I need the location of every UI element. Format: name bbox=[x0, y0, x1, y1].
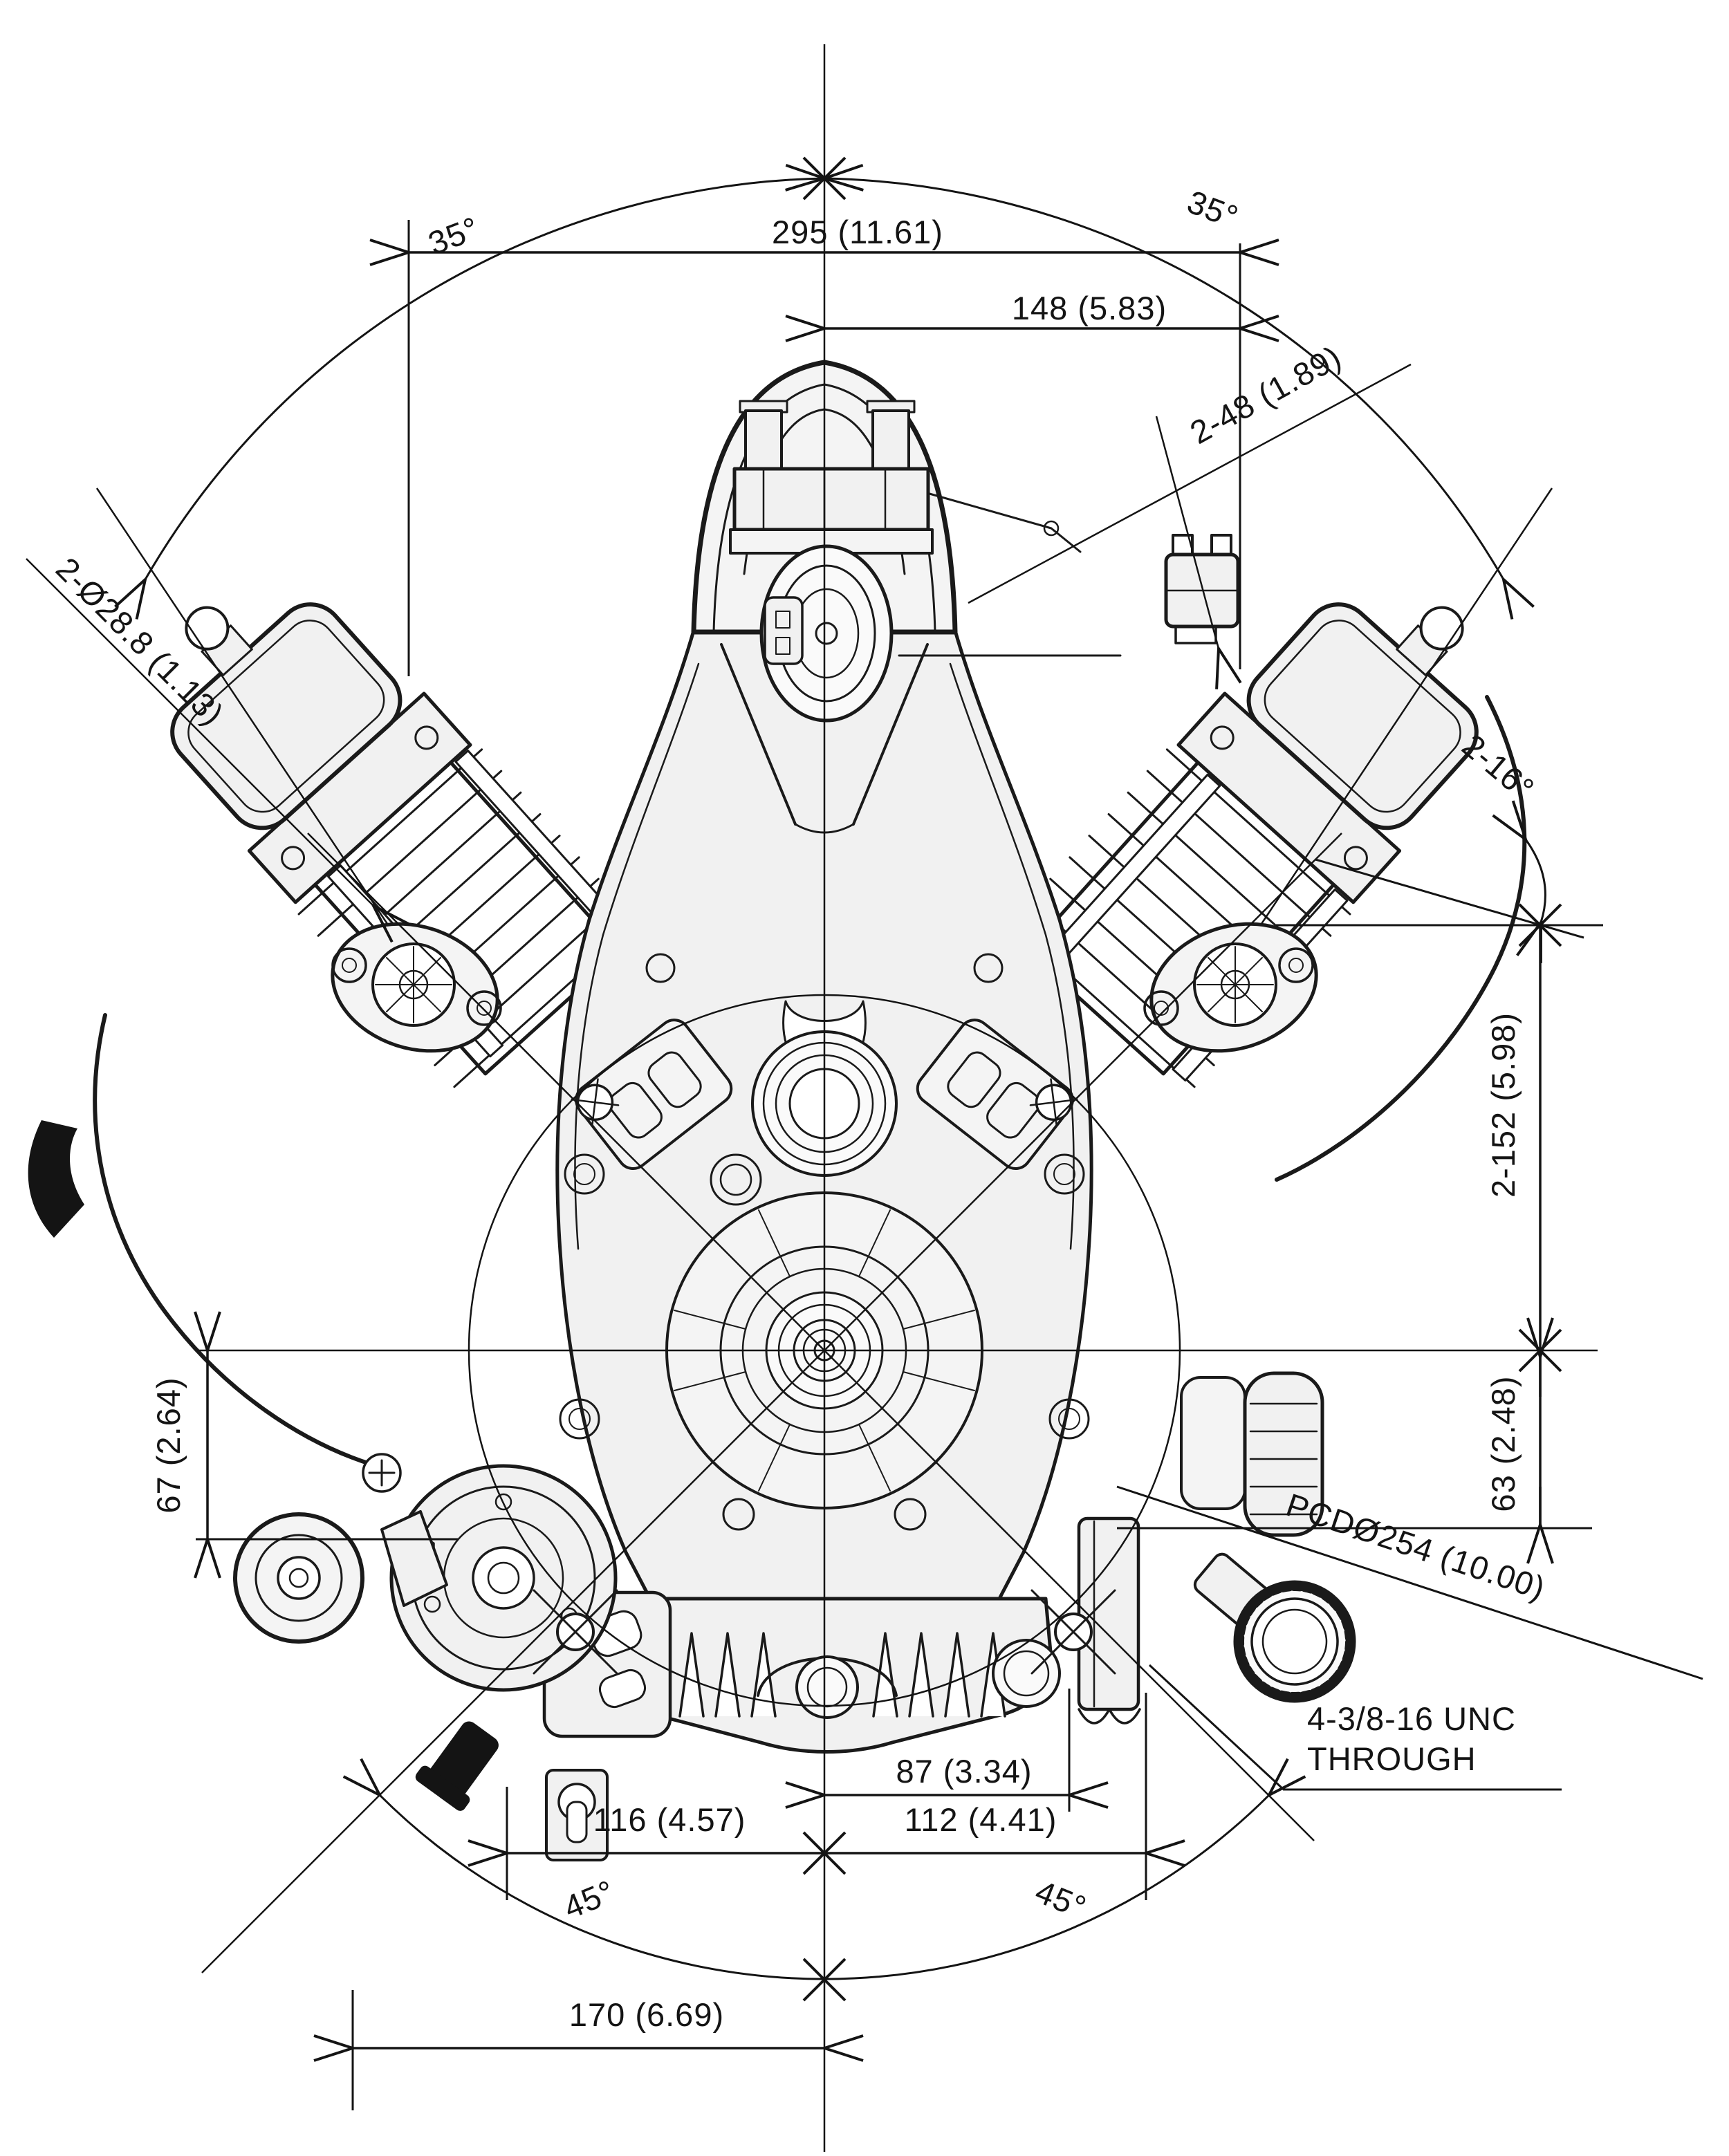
dimension-layer bbox=[26, 44, 1703, 2152]
label-unc-line1: 4-3/8-16 UNC bbox=[1307, 1700, 1516, 1737]
arc-16 bbox=[1526, 839, 1546, 922]
label-angle-top-right: 35° bbox=[1183, 183, 1243, 236]
label-height-63: 63 (2.48) bbox=[1485, 1375, 1522, 1512]
label-width-116: 116 (4.57) bbox=[593, 1801, 746, 1838]
throttle-linkage bbox=[928, 492, 1082, 553]
mounting-foot-right bbox=[1077, 1516, 1141, 1725]
label-v-angle-right: 45° bbox=[1030, 1872, 1092, 1926]
knurled-coupling bbox=[1235, 1581, 1355, 1702]
shroud-right bbox=[1275, 695, 1527, 1182]
diagonal-45-a bbox=[307, 833, 1315, 1841]
label-height-152: 2-152 (5.98) bbox=[1485, 1012, 1522, 1198]
exhaust-flange-right bbox=[1143, 922, 1318, 1053]
exhaust-flange-left bbox=[331, 922, 502, 1053]
label-angle-top-left: 35° bbox=[423, 210, 484, 262]
label-width-87: 87 (3.34) bbox=[896, 1753, 1032, 1790]
bank-axis-line-left bbox=[95, 487, 389, 924]
label-width-170: 170 (6.69) bbox=[569, 1996, 724, 2033]
engine-illustration bbox=[28, 360, 1527, 1861]
shroud-edge-shadow bbox=[28, 1120, 84, 1238]
oil-filter-canister bbox=[1180, 1371, 1324, 1537]
leader-28-8 bbox=[26, 558, 373, 906]
bank-axis-line-right bbox=[1260, 487, 1553, 924]
leader-pcd bbox=[1116, 1485, 1703, 1680]
idler-roller bbox=[233, 1510, 448, 1644]
label-width-112: 112 (4.41) bbox=[905, 1801, 1057, 1838]
leader-48 bbox=[968, 363, 1412, 604]
drain-bolt bbox=[415, 1721, 499, 1811]
case-webbing bbox=[674, 1209, 975, 1491]
label-height-67: 67 (2.64) bbox=[150, 1377, 187, 1513]
drain-plug bbox=[795, 1655, 859, 1719]
oil-pan bbox=[415, 1597, 1061, 1811]
pcd-bolt-hole-right bbox=[1030, 1589, 1116, 1675]
label-width-overall: 295 (11.61) bbox=[772, 214, 943, 250]
arc-35-right bbox=[824, 178, 1504, 579]
label-unc-line2: THROUGH bbox=[1307, 1740, 1477, 1777]
arc-35-left bbox=[145, 178, 824, 579]
shroud-left bbox=[28, 1013, 394, 1472]
pcd-circle bbox=[468, 994, 1181, 1707]
pcd-bolt-hole-left bbox=[533, 1589, 618, 1675]
gusset-plate-right bbox=[916, 1019, 1078, 1170]
output-shaft bbox=[1193, 1552, 1356, 1703]
label-holes-48: 2-48 (1.89) bbox=[1184, 338, 1347, 451]
label-v-angle-left: 45° bbox=[559, 1872, 620, 1926]
label-head-angle: 2-16° bbox=[1455, 727, 1541, 807]
label-width-148: 148 (5.83) bbox=[1012, 290, 1167, 326]
leader-48-arrow bbox=[1155, 416, 1219, 649]
leader-unc bbox=[1148, 1664, 1562, 1791]
